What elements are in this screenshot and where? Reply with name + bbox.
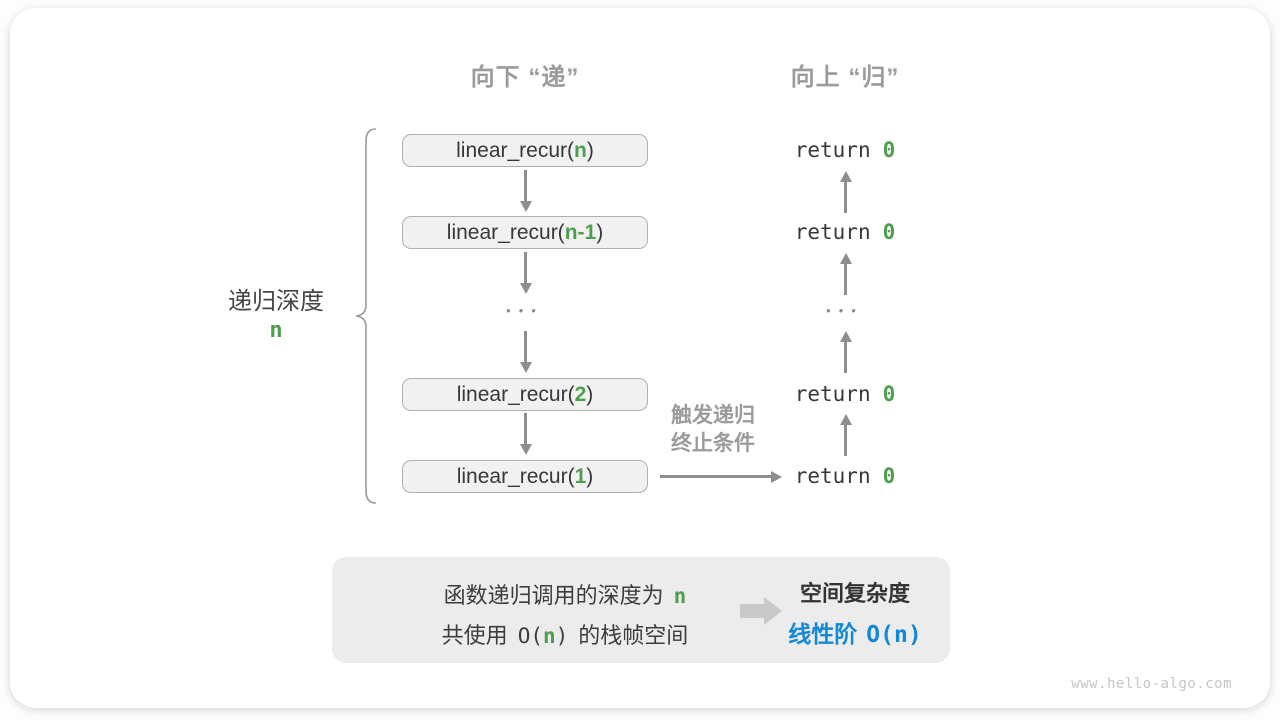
trigger-line-1: 触发递归 [671,404,755,427]
return-keyword: return [794,464,871,488]
call-box-2: linear_recur(2) [402,378,648,411]
return-statement: return 0 [725,219,965,245]
ellipsis-left: ••• [506,303,544,318]
summary-line-1-text: 函数递归调用的深度为 [443,583,664,608]
down-arrow [524,413,527,445]
down-arrow [524,331,527,363]
call-code: linear_recur( [456,138,575,162]
call-code: linear_recur( [446,220,565,244]
call-arg: n-1 [564,220,597,244]
ellipsis-right: ••• [826,303,864,318]
return-value: 0 [882,382,896,406]
up-arrow [844,424,847,456]
space-complexity-bigO: O(n) [866,622,922,648]
call-code-close: ) [596,220,604,244]
down-arrow [524,252,527,284]
summary-line-2-post: 的栈帧空间 [578,623,689,648]
return-statement: return 0 [725,137,965,163]
call-arg: 2 [574,382,587,406]
up-arrow [844,341,847,373]
summary-line-2-pre: 共使用 [441,623,508,648]
return-keyword: return [794,220,871,244]
summary-line-2: 共使用 O(n) 的栈帧空间 [360,618,770,650]
return-keyword: return [794,382,871,406]
down-arrow [524,170,527,202]
call-code-close: ) [586,138,594,162]
header-return-label: 向上 “归” [790,64,900,91]
call-code-close: ) [586,382,594,406]
trigger-condition-label: 触发递归 终止条件 [633,402,793,458]
summary-line-2-n: n [542,624,556,648]
summary-box [332,557,950,663]
return-value: 0 [882,138,896,162]
call-box-n-1: linear_recur(n-1) [402,216,648,249]
depth-brace [355,128,377,504]
trigger-line-2: 终止条件 [671,432,755,455]
up-arrow [844,263,847,295]
recursion-depth-label: 递归深度 [228,288,324,315]
call-arg: n [574,138,587,162]
summary-line-1: 函数递归调用的深度为 n [360,578,770,610]
call-box-n: linear_recur(n) [402,134,648,167]
return-statement: return 0 [725,381,965,407]
space-complexity-title: 空间复杂度 [799,581,910,606]
return-statement: return 0 [725,463,965,489]
space-complexity-prefix: 线性阶 [788,621,858,647]
watermark: www.hello-algo.com [1071,676,1232,692]
up-arrow [844,181,847,213]
call-code: linear_recur( [456,464,575,488]
call-arg: 1 [574,464,587,488]
call-box-1: linear_recur(1) [402,460,648,493]
call-code-close: ) [586,464,594,488]
implies-arrow [740,597,784,625]
return-keyword: return [794,138,871,162]
space-complexity-value: 线性阶 O(n) [755,615,955,649]
call-code: linear_recur( [456,382,575,406]
return-value: 0 [882,220,896,244]
return-value: 0 [882,464,896,488]
summary-line-1-value: n [673,584,687,608]
summary-line-2-bigO: O( [517,624,543,648]
summary-line-2-close: ) [555,624,569,648]
header-descend-label: 向下 “递” [470,64,580,91]
base-case-arrow [660,475,772,478]
recursion-depth-value: n [269,318,283,343]
